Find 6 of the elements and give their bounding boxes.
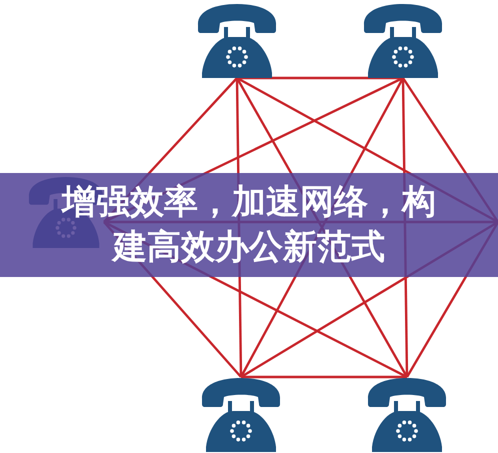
telephone-icon (363, 3, 443, 78)
telephone-icon (201, 377, 281, 452)
title: 增强效率，加速网络，构建高效办公新范式 (60, 181, 437, 269)
telephone-icon (197, 3, 277, 78)
telephone-icon (367, 377, 447, 452)
connection-line (241, 376, 407, 378)
